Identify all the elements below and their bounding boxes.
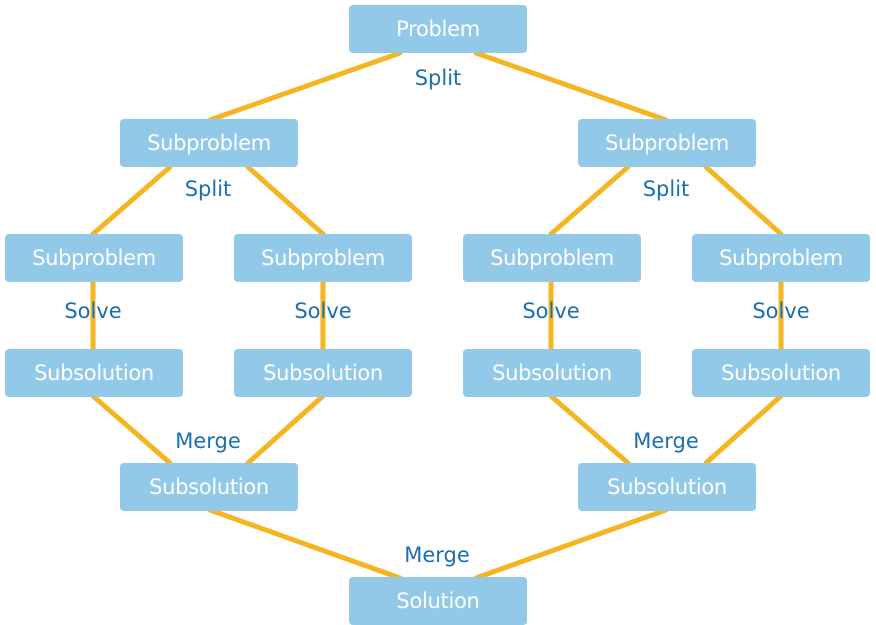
edge-left-to-b <box>245 164 326 237</box>
label-merge-right: Merge <box>633 429 699 453</box>
node-subsolution-a: Subsolution <box>5 349 183 397</box>
edge-c-to-mergeright <box>548 393 631 466</box>
node-subproblem-right: Subproblem <box>578 119 756 167</box>
node-subproblem-left: Subproblem <box>120 119 298 167</box>
edge-d-to-mergeright <box>703 393 784 466</box>
label-merge-left: Merge <box>175 429 241 453</box>
edge-root-to-right <box>473 50 669 123</box>
node-problem: Problem <box>349 5 527 53</box>
label-solve-c: Solve <box>522 299 580 323</box>
node-solution: Solution <box>349 577 527 625</box>
edge-right-to-d <box>703 164 784 237</box>
edge-right-to-c <box>548 164 631 237</box>
node-subproblem-d: Subproblem <box>692 234 870 282</box>
edge-left-to-a <box>90 164 173 237</box>
label-solve-b: Solve <box>294 299 352 323</box>
edge-a-to-mergeleft <box>90 393 173 466</box>
node-subsolution-b: Subsolution <box>234 349 412 397</box>
edge-root-to-left <box>207 50 403 123</box>
node-subproblem-b: Subproblem <box>234 234 412 282</box>
node-subsolution-merge-right: Subsolution <box>578 463 756 511</box>
edge-layer <box>90 50 784 581</box>
node-subproblem-c: Subproblem <box>463 234 641 282</box>
node-subsolution-merge-left: Subsolution <box>120 463 298 511</box>
label-merge-final: Merge <box>404 543 470 567</box>
label-split-root: Split <box>414 66 462 90</box>
label-solve-a: Solve <box>64 299 122 323</box>
node-subproblem-a: Subproblem <box>5 234 183 282</box>
label-split-left: Split <box>184 177 232 201</box>
label-split-right: Split <box>642 177 690 201</box>
node-subsolution-c: Subsolution <box>463 349 641 397</box>
edge-mergeright-to-final <box>473 507 669 581</box>
label-solve-d: Solve <box>752 299 810 323</box>
node-subsolution-d: Subsolution <box>692 349 870 397</box>
edge-b-to-mergeleft <box>245 393 326 466</box>
edge-mergeleft-to-final <box>207 507 403 581</box>
